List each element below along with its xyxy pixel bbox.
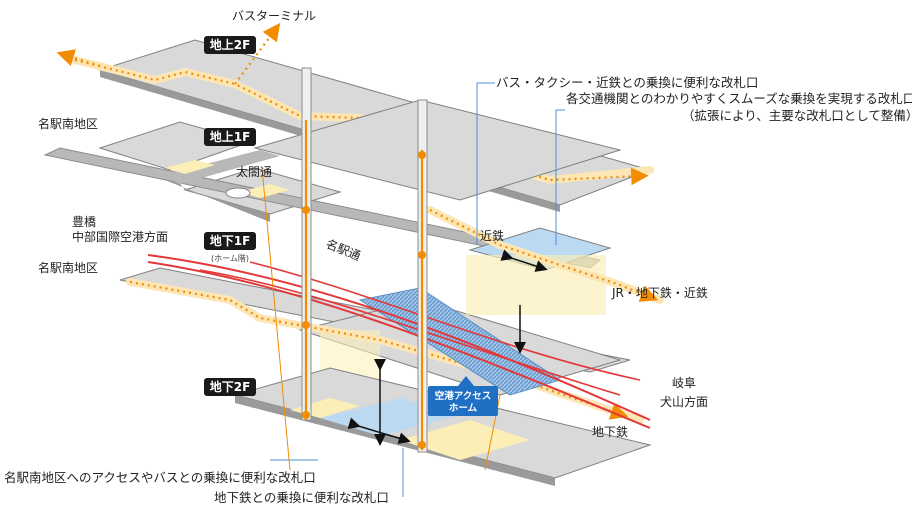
level-badge-below-2f: 地下2F — [204, 378, 256, 396]
label-inuyama: 犬山方面 — [660, 394, 708, 409]
note-subway-transfer: 地下鉄との乗換に便利な改札口 — [214, 490, 389, 505]
label-bus-terminal: バスターミナル — [232, 9, 316, 23]
note-bus-taxi-kintetsu: バス・タクシー・近鉄との乗換に便利な改札口 — [496, 75, 758, 90]
note-south-access-bus: 名駅南地区へのアクセスやバスとの乗換に便利な改札口 — [4, 470, 316, 485]
svg-text:ホーム: ホーム — [449, 403, 478, 414]
svg-text:空港アクセス: 空港アクセス — [435, 390, 492, 402]
level-badge-above-2f: 地上2F — [204, 36, 256, 54]
callout-lines — [261, 82, 565, 497]
svg-text:地上2F: 地上2F — [210, 37, 251, 52]
airport-platform-badge: 空港アクセス ホーム — [428, 376, 498, 416]
level-badge-below-1f: 地下1F (ホーム階) — [204, 232, 256, 263]
label-subway: 地下鉄 — [592, 424, 628, 439]
label-gifu: 岐阜 — [672, 376, 696, 390]
vertical-shafts — [301, 67, 428, 453]
label-toyohashi: 豊橋 — [72, 215, 96, 229]
label-meieki-south-lower: 名駅南地区 — [38, 260, 98, 275]
label-kintetsu: 近鉄 — [480, 228, 504, 243]
note-smooth-transfer-line2: （拡張により、主要な改札口として整備） — [682, 108, 912, 123]
level-sub-label: (ホーム階) — [211, 253, 249, 263]
movement-arrows — [347, 249, 548, 446]
svg-text:地下1F: 地下1F — [210, 233, 251, 248]
label-meiekidori: 名駅通 — [324, 236, 363, 263]
note-smooth-transfer-line1: 各交通機関とのわかりやすくスムーズな乗換を実現する改札口 — [566, 91, 912, 106]
svg-text:地上1F: 地上1F — [210, 129, 251, 144]
label-taikodori: 太閤通 — [236, 164, 272, 179]
label-chubu-airport: 中部国際空港方面 — [72, 229, 168, 244]
label-jr-subway-kintetsu: JR・地下鉄・近鉄 — [611, 285, 708, 300]
level-badge-above-1f: 地上1F — [204, 128, 256, 146]
svg-text:地下2F: 地下2F — [210, 379, 251, 394]
label-meieki-south-upper: 名駅南地区 — [38, 116, 98, 131]
